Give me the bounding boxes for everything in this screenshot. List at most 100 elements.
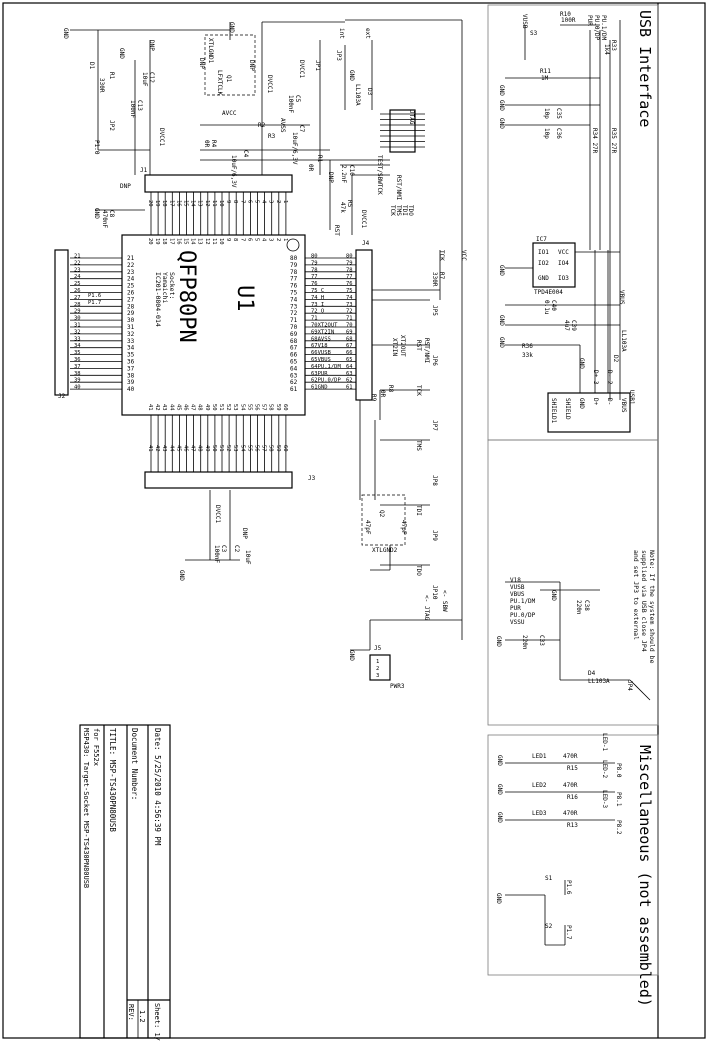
component-label: PUR — [510, 605, 521, 612]
j2-pin-number: 37 — [74, 364, 81, 370]
component-label: GND — [498, 265, 505, 276]
net-label: 71 — [311, 316, 318, 322]
component-label: GND — [495, 636, 502, 647]
component-label: TCK — [389, 205, 396, 216]
component-label: R5 — [346, 200, 353, 208]
component-label: GND — [62, 28, 69, 39]
component-label: LED1 — [532, 753, 547, 760]
component-label: 470R — [563, 753, 578, 760]
pin-number: 36 — [127, 359, 135, 366]
j2-pin-number: 39 — [74, 378, 81, 384]
j1-pin-number: 18 — [161, 200, 167, 207]
component-label: GND — [578, 398, 585, 409]
component-label: LED-1 — [601, 733, 608, 751]
net-label: 79 — [311, 260, 318, 266]
component-label: R9 — [370, 394, 377, 402]
pin-number: 53 — [232, 404, 238, 411]
component-label: LL103A — [588, 678, 610, 685]
component-label: P8.2 — [615, 820, 622, 835]
usb-interface-section — [487, 4, 659, 441]
j2-pin-number: 33 — [74, 336, 81, 342]
j4-pin-number: 65 — [346, 357, 353, 363]
xtlgnd2-area — [361, 494, 406, 546]
component-label: IO3 — [558, 275, 569, 282]
component-label: 10uF — [244, 550, 251, 565]
j1-pin-number: 1 — [282, 200, 288, 203]
j1-pin-number: 13 — [197, 200, 203, 207]
j1-pin-number: 15 — [183, 200, 189, 207]
component-label: 47pF — [364, 520, 371, 535]
pin-number: 57 — [261, 404, 267, 411]
pin-number: 75 — [290, 290, 298, 297]
net-label: P1.7 — [88, 300, 101, 306]
component-label: AVSS — [279, 118, 286, 133]
net-label: 76 — [311, 281, 318, 287]
j4-pin-number: 79 — [346, 260, 353, 266]
component-label: GND — [498, 337, 505, 348]
component-label: 330R — [98, 78, 105, 93]
j2-pin-number: 22 — [74, 260, 81, 266]
pin-number: 1 — [282, 238, 288, 241]
pin-number: 74 — [290, 296, 298, 303]
component-label: JP7 — [431, 420, 438, 431]
j1-connector — [144, 174, 293, 193]
component-label: JP9 — [431, 530, 438, 541]
j1-pin-number: 16 — [175, 200, 181, 207]
component-label: LL103A — [620, 330, 627, 352]
pin-number: 59 — [275, 404, 281, 411]
component-label: R15 — [567, 765, 578, 772]
u1-ref: U1 — [232, 285, 257, 312]
component-label: VBUS — [618, 290, 625, 305]
component-label: GND — [498, 85, 505, 96]
j4-pin-number: 77 — [346, 274, 353, 280]
j4-pin-number: 80 — [346, 254, 353, 260]
pin-number: 29 — [127, 310, 135, 317]
component-label: J5 — [374, 645, 382, 652]
component-label: D3 — [366, 88, 373, 96]
j4-pin-number: 76 — [346, 281, 353, 287]
component-label: TMS — [415, 440, 422, 451]
pin-number: 11 — [211, 238, 217, 245]
pin-number: 73 — [290, 303, 298, 310]
j2-pin-number: 34 — [74, 343, 81, 349]
component-label: 10uF — [141, 72, 148, 87]
pin-number: 43 — [161, 404, 167, 411]
component-label: C40 — [550, 300, 557, 311]
component-label: 220n — [575, 600, 582, 615]
pin-number: 12 — [204, 238, 210, 245]
component-label: D+ 3 — [592, 370, 599, 385]
j1-pin-number: 12 — [204, 200, 210, 207]
pin-number: 33 — [127, 338, 135, 345]
component-label: 100nF — [129, 100, 136, 118]
net-label: 67V18 — [311, 343, 328, 349]
component-label: JP1 — [314, 60, 321, 71]
component-label: XT2IN — [391, 338, 398, 356]
component-label: DVCC1 — [158, 128, 165, 146]
component-label: TEST/SBWTCK — [376, 155, 383, 195]
component-label: PU.0/DP — [593, 15, 600, 41]
pin-number: 19 — [154, 238, 160, 245]
component-label: P1.0 — [93, 140, 100, 155]
j3-pin-number: 59 — [275, 445, 281, 452]
j4-pin-number: 71 — [346, 316, 353, 322]
component-label: AVCC — [222, 110, 237, 117]
component-label: R3 — [268, 133, 276, 140]
component-label: P8.1 — [615, 792, 622, 807]
pin-number: 31 — [127, 324, 135, 331]
pin-number: 47 — [190, 404, 196, 411]
component-label: J3 — [308, 475, 316, 482]
component-label: VUSB — [510, 584, 525, 591]
pin-number: 37 — [127, 365, 135, 372]
pin-number: 4 — [261, 238, 267, 242]
u1-body — [121, 234, 306, 416]
component-label: GND — [495, 893, 502, 904]
component-label: 0R — [307, 164, 314, 172]
component-label: IC7 — [536, 236, 547, 243]
j1-pin-number: 20 — [147, 200, 153, 207]
misc-section — [487, 734, 659, 976]
pin-number: 17 — [168, 238, 174, 245]
component-label: DNP — [198, 58, 205, 69]
component-label: GND — [498, 118, 505, 129]
title-block — [79, 724, 171, 1039]
